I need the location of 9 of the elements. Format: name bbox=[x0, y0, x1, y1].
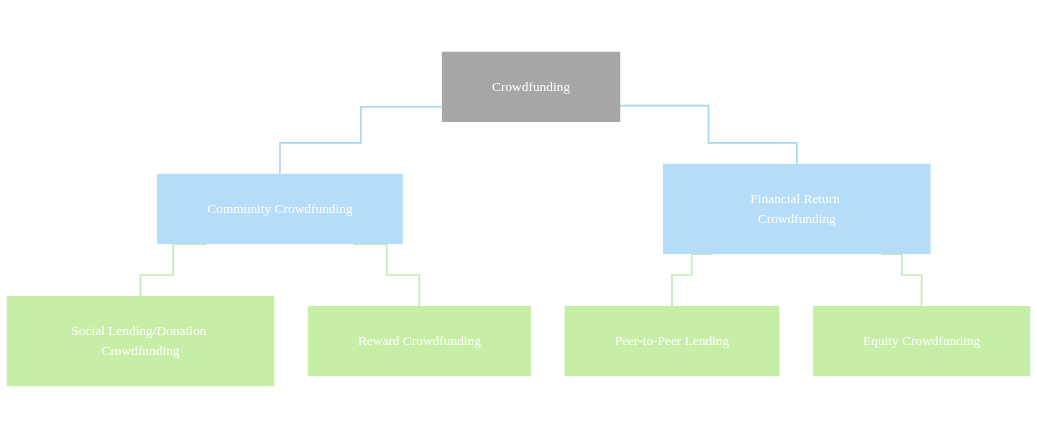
node-box: Crowdfunding bbox=[441, 51, 621, 122]
node-box: Peer-to-Peer Lending bbox=[564, 305, 780, 377]
node-box: Financial Return Crowdfunding bbox=[663, 163, 931, 255]
node-box: Community Crowdfunding bbox=[157, 173, 403, 245]
node-box: Social Lending/Donation Crowdfunding bbox=[6, 295, 275, 387]
connector bbox=[619, 104, 798, 165]
node-box: Equity Crowdfunding bbox=[812, 305, 1031, 377]
connector bbox=[279, 105, 443, 175]
node-box: Reward Crowdfunding bbox=[307, 305, 532, 377]
